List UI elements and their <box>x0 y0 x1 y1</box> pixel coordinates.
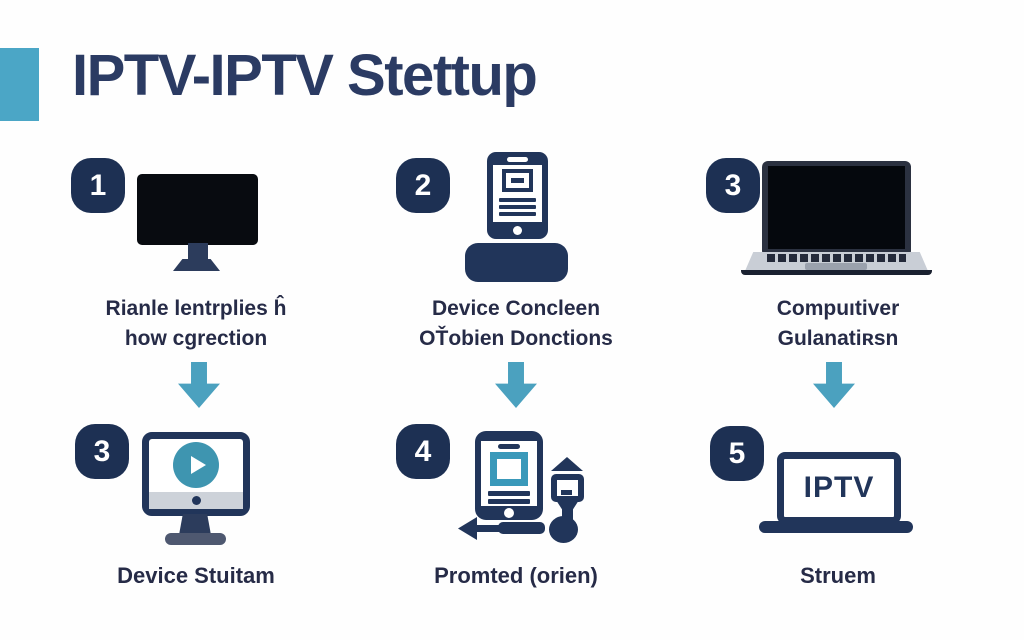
tablet-text-line <box>499 205 536 209</box>
tablet-body <box>487 152 548 239</box>
tablet-screen <box>493 165 542 222</box>
step-4-caption: Device Stuitam <box>60 561 332 591</box>
tablet-text-line <box>499 212 536 216</box>
monitor-stand-foot <box>165 533 226 545</box>
step-1-caption: Rianle lentrplies ĥ how cgrection <box>60 294 332 354</box>
phone-body <box>475 431 543 520</box>
caption-line: Device Stuitam <box>117 563 275 588</box>
phone-speaker <box>498 444 520 449</box>
tv-screen <box>137 174 258 245</box>
monitor-frame <box>142 432 250 516</box>
monitor-camera-dot <box>192 496 201 505</box>
left-arrow-shaft <box>474 525 502 532</box>
step-2-number-badge: 2 <box>396 158 450 213</box>
tablet-image-placeholder <box>502 169 533 192</box>
laptop-outline-base <box>759 521 913 533</box>
laptop-base <box>741 270 932 275</box>
caption-line: Rianle lentrplies ĥ <box>105 297 287 320</box>
step-6-caption: Struem <box>700 561 976 591</box>
step-3-number-badge: 3 <box>706 158 760 213</box>
down-arrow-icon <box>495 362 537 408</box>
set-top-box <box>465 243 568 282</box>
joystick-icon <box>551 457 583 471</box>
joystick-taper <box>556 500 579 510</box>
caption-line: Struem <box>800 563 876 588</box>
phone-text-line <box>488 491 530 496</box>
step-5-number-badge: 4 <box>396 424 450 479</box>
step-6-number-badge: 5 <box>710 426 764 481</box>
caption-line: Compuıtiver <box>776 297 900 320</box>
step-5-caption: Promted (orien) <box>380 561 652 591</box>
step-2-caption: Device Concleen OŤobien Donctions <box>380 294 652 354</box>
joystick-ball <box>549 516 578 543</box>
app-tile <box>490 452 528 486</box>
corner-accent-square <box>0 48 39 121</box>
joystick-stem <box>562 507 573 523</box>
phone-text-line <box>488 499 530 504</box>
step-4-number-badge: 3 <box>75 424 129 479</box>
left-arrow-handle <box>498 522 545 534</box>
caption-line: Device Concleen <box>431 297 601 320</box>
step-1-number-badge: 1 <box>71 158 125 213</box>
tablet-text-line <box>499 198 536 202</box>
monitor-stand-neck <box>179 514 211 535</box>
laptop-deck <box>745 252 928 271</box>
down-arrow-icon <box>813 362 855 408</box>
down-arrow-icon <box>178 362 220 408</box>
caption-line: OŤobien Donctions <box>419 327 613 350</box>
step-3-caption: Compuıtiver Gulanatiʀsn <box>700 294 976 354</box>
laptop-screen <box>768 166 905 249</box>
tv-stand-foot <box>173 259 220 271</box>
laptop-keyboard <box>767 254 906 262</box>
page-title: IPTV-IPTV Stettup <box>72 43 538 108</box>
laptop-outline-screen: IPTV <box>777 452 901 524</box>
tv-stand-neck <box>188 243 208 261</box>
phone-screen <box>481 441 537 506</box>
tablet-home-button <box>513 226 522 235</box>
monitor-chin <box>149 492 243 509</box>
phone-home-button <box>504 508 514 518</box>
play-button-icon <box>173 442 219 488</box>
laptop-trackpad <box>805 263 867 270</box>
joystick-body <box>551 474 584 502</box>
caption-line: Promted (orien) <box>434 563 598 588</box>
laptop-lid <box>762 161 911 253</box>
caption-line: how cgrection <box>124 327 268 350</box>
caption-line: Gulanatiʀsn <box>777 327 899 350</box>
tablet-speaker <box>507 157 528 162</box>
